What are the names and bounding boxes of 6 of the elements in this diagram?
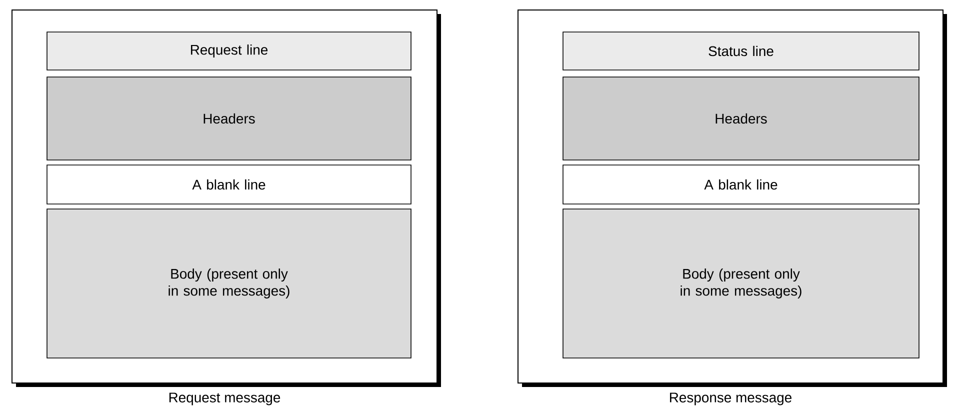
node-label: Request message <box>169 392 280 406</box>
body-box: Body (present only in some messages) <box>46 208 412 358</box>
node-label: Response message <box>670 392 792 406</box>
headers-box: Headers <box>562 76 920 160</box>
headers-box: Headers <box>46 76 412 160</box>
body-box: Body (present only in some messages) <box>562 208 920 358</box>
